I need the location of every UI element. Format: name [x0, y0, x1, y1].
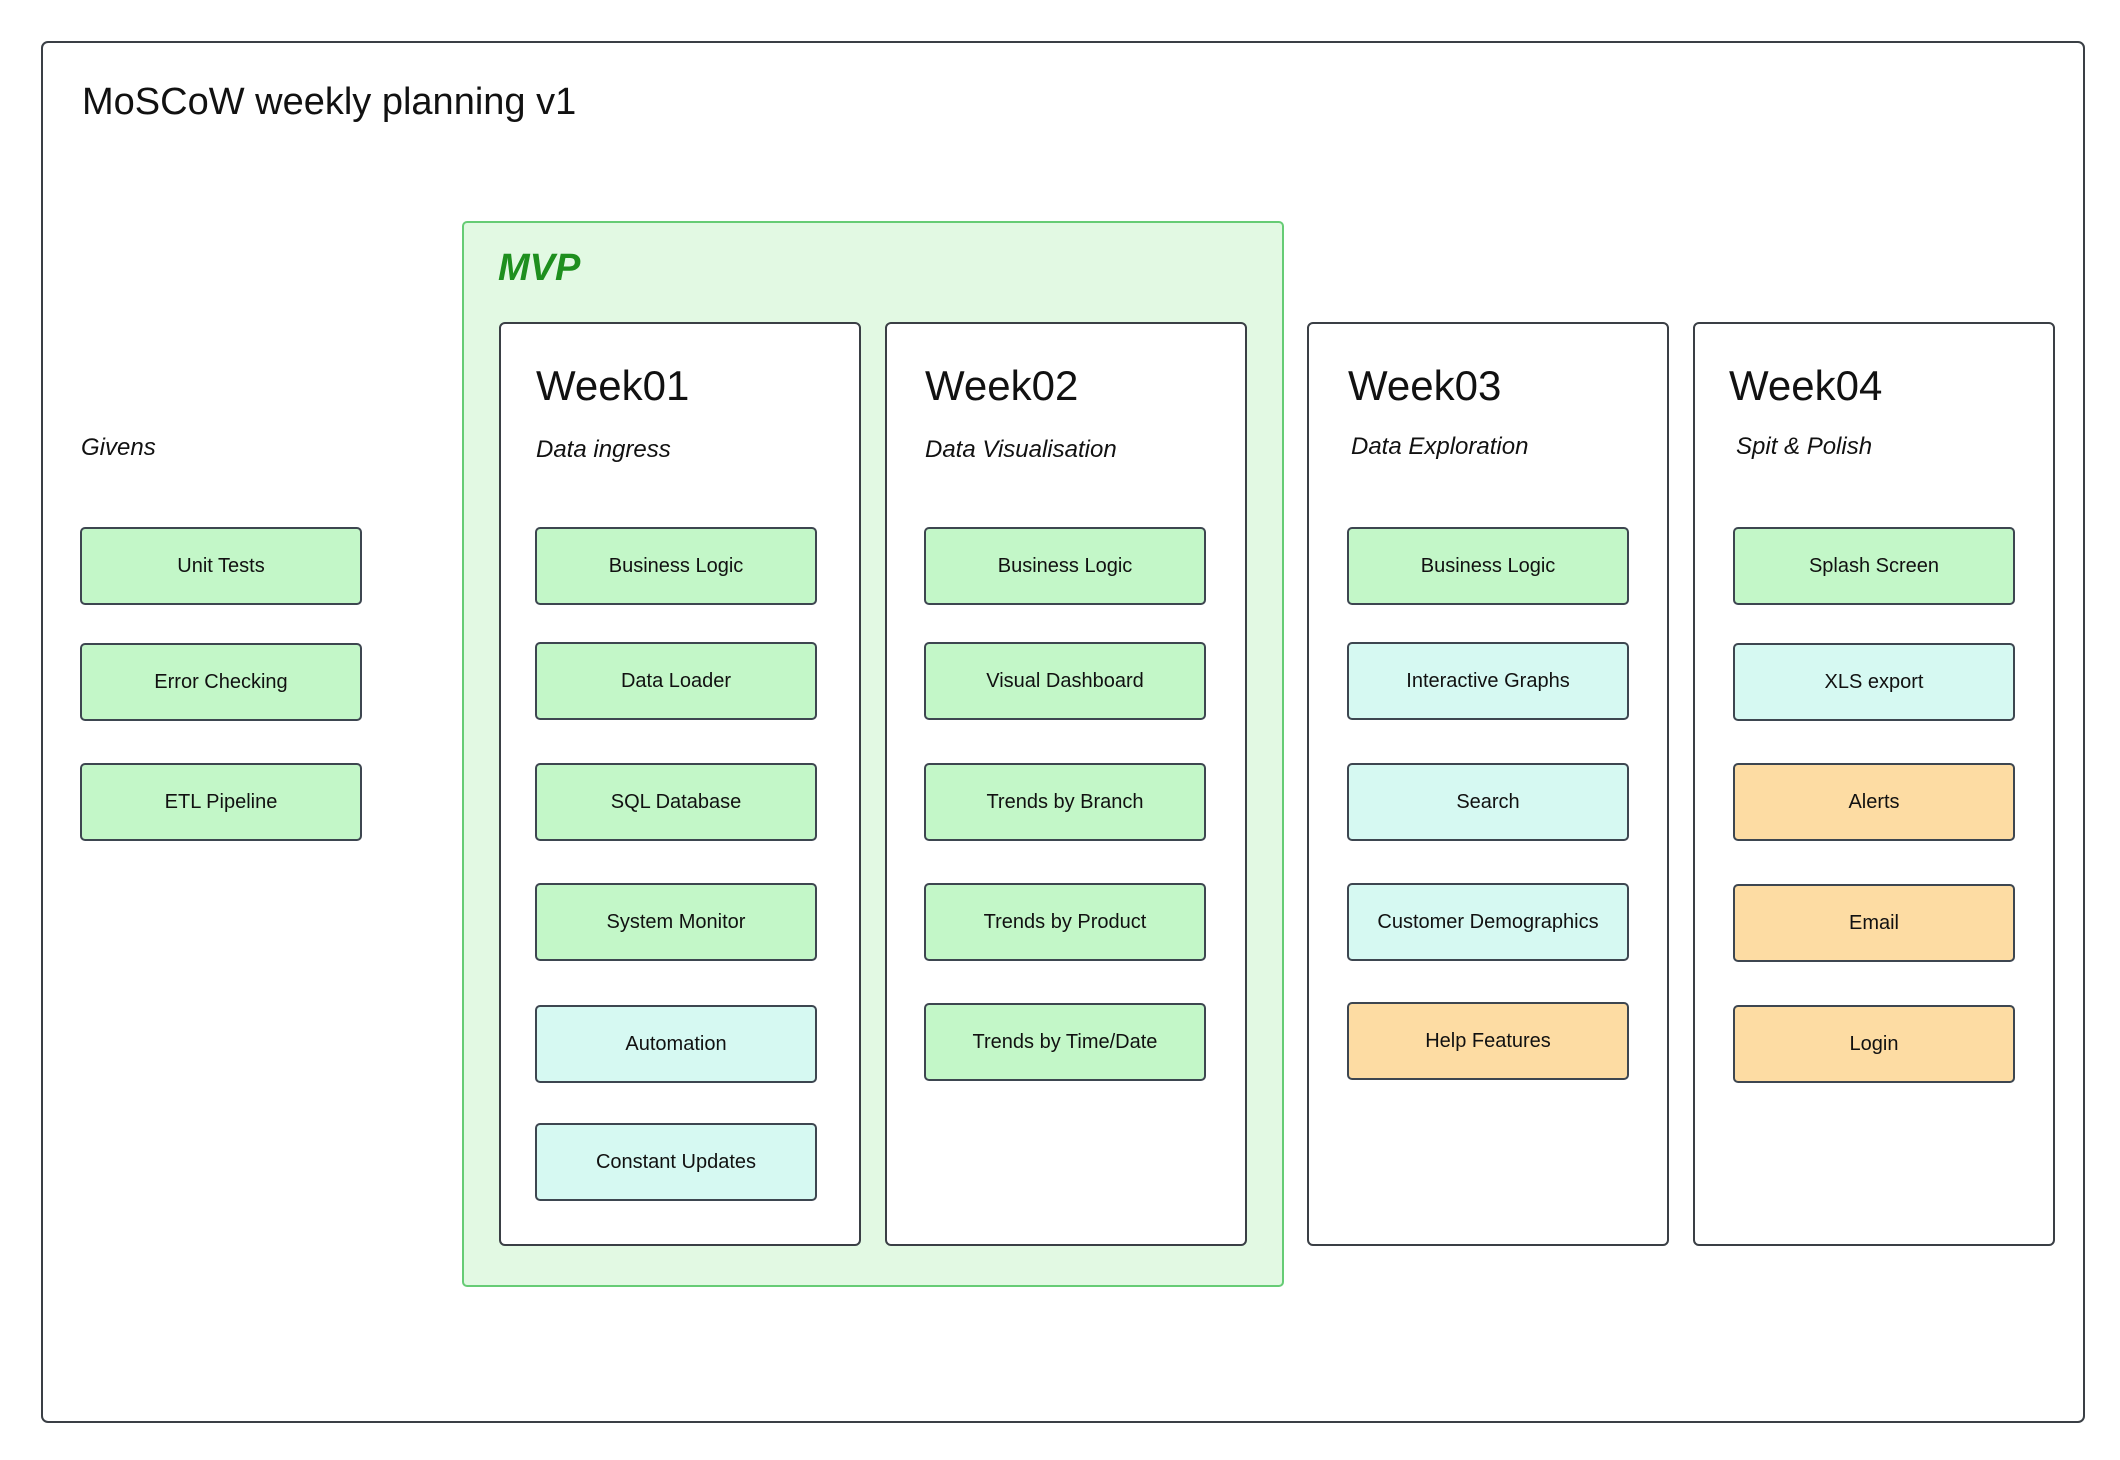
week04-card-xls-export[interactable]: XLS export — [1733, 643, 2015, 721]
week03-card-interactive-graphs[interactable]: Interactive Graphs — [1347, 642, 1629, 720]
given-card-unit-tests[interactable]: Unit Tests — [80, 527, 362, 605]
week03-card-customer-demographics[interactable]: Customer Demographics — [1347, 883, 1629, 961]
given-card-etl-pipeline[interactable]: ETL Pipeline — [80, 763, 362, 841]
mvp-label: MVP — [498, 247, 581, 289]
board-title: MoSCoW weekly planning v1 — [82, 81, 577, 123]
week-title: Week01 — [536, 362, 690, 409]
given-card-error-checking[interactable]: Error Checking — [80, 643, 362, 721]
week-title: Week04 — [1729, 362, 1883, 409]
week04-card-alerts[interactable]: Alerts — [1733, 763, 2015, 841]
week-title: Week03 — [1348, 362, 1502, 409]
week04-card-email[interactable]: Email — [1733, 884, 2015, 962]
week-subtitle: Data Exploration — [1351, 433, 1529, 460]
week02-card-trends-by-branch[interactable]: Trends by Branch — [924, 763, 1206, 841]
week03-card-help-features[interactable]: Help Features — [1347, 1002, 1629, 1080]
week03-card-search[interactable]: Search — [1347, 763, 1629, 841]
week02-card-visual-dashboard[interactable]: Visual Dashboard — [924, 642, 1206, 720]
week-title: Week02 — [925, 362, 1079, 409]
week-subtitle: Data ingress — [536, 436, 671, 463]
week03-card-business-logic[interactable]: Business Logic — [1347, 527, 1629, 605]
week01-card-sql-database[interactable]: SQL Database — [535, 763, 817, 841]
week04-card-login[interactable]: Login — [1733, 1005, 2015, 1083]
givens-label: Givens — [81, 434, 156, 461]
week01-card-system-monitor[interactable]: System Monitor — [535, 883, 817, 961]
week-subtitle: Spit & Polish — [1736, 433, 1873, 460]
week02-card-trends-by-product[interactable]: Trends by Product — [924, 883, 1206, 961]
week-subtitle: Data Visualisation — [925, 436, 1117, 463]
week01-card-constant-updates[interactable]: Constant Updates — [535, 1123, 817, 1201]
week01-card-automation[interactable]: Automation — [535, 1005, 817, 1083]
week02-card-business-logic[interactable]: Business Logic — [924, 527, 1206, 605]
week02-card-trends-by-time-date[interactable]: Trends by Time/Date — [924, 1003, 1206, 1081]
week01-card-data-loader[interactable]: Data Loader — [535, 642, 817, 720]
week01-card-business-logic[interactable]: Business Logic — [535, 527, 817, 605]
week04-card-splash-screen[interactable]: Splash Screen — [1733, 527, 2015, 605]
